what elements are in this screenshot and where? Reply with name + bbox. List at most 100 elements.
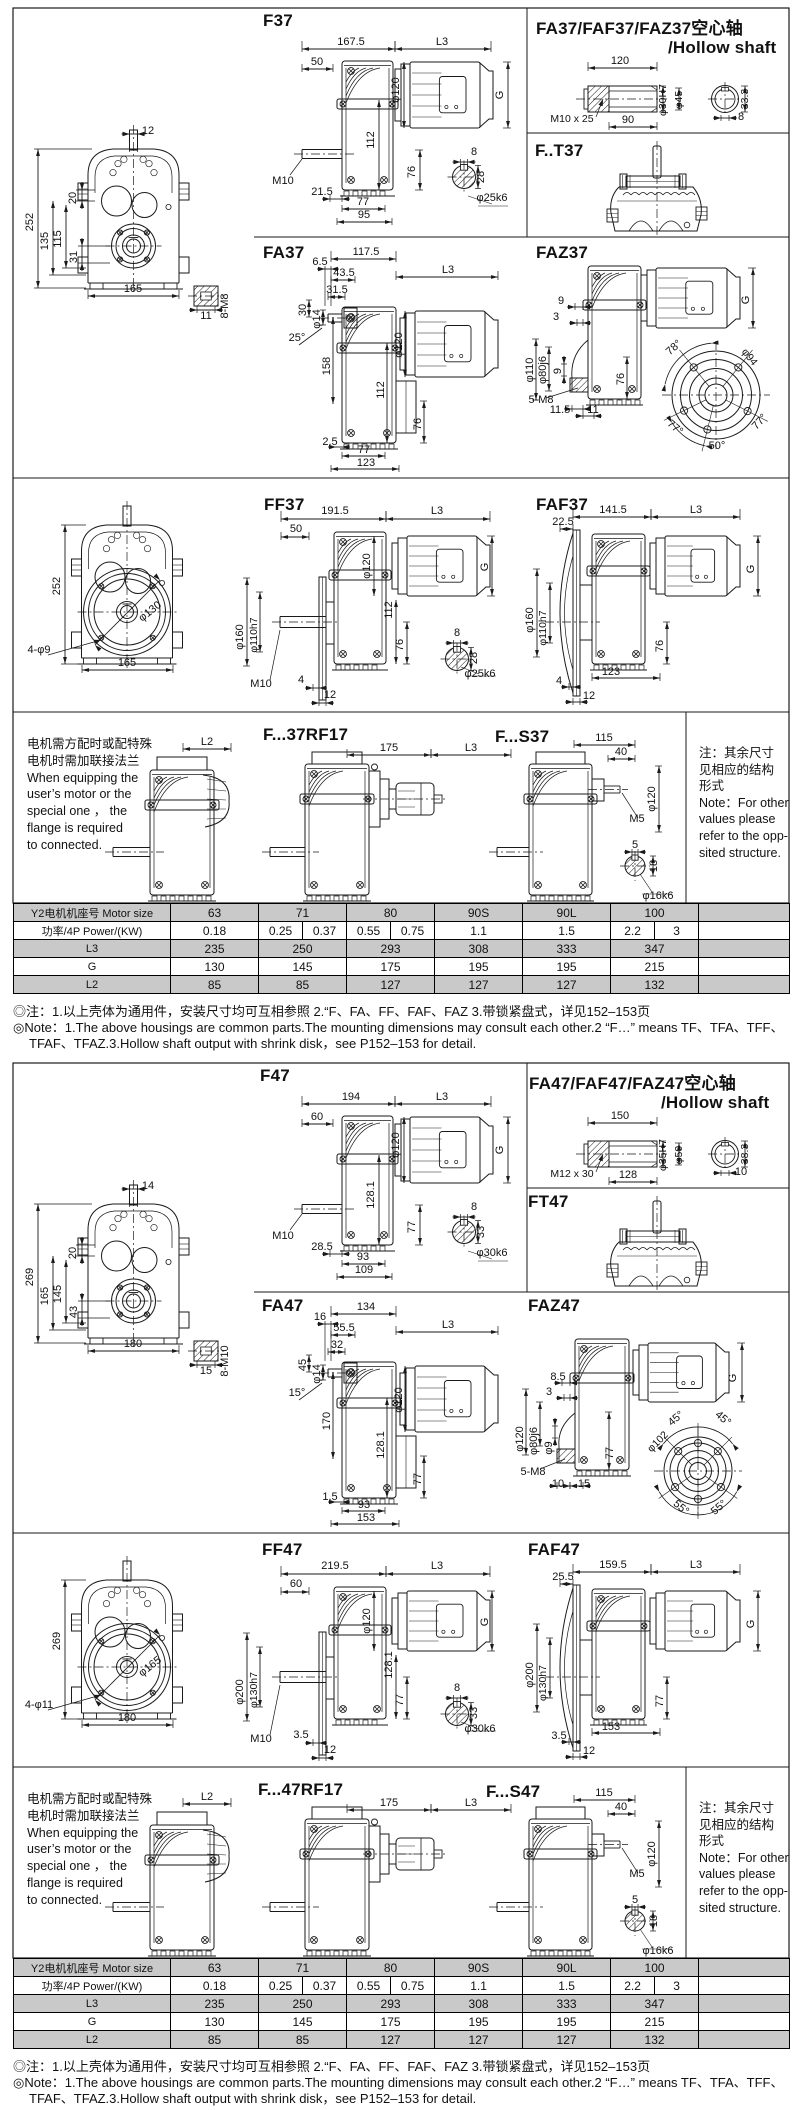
dim-label: φ120 bbox=[393, 332, 405, 358]
table-cell: 250 bbox=[258, 939, 348, 958]
dim-label: 12 bbox=[583, 1745, 595, 1757]
dim-label: φ110h7 bbox=[248, 617, 260, 652]
figure-l2-37: L2 bbox=[105, 736, 232, 902]
table-cell-empty bbox=[698, 903, 791, 922]
side-note-line: 形式 bbox=[699, 779, 725, 794]
dim-label: 134 bbox=[357, 1301, 375, 1313]
text-block-line: 电机需方配时或配特殊 bbox=[27, 737, 153, 751]
dim-label: 77 bbox=[406, 1221, 418, 1233]
table-cell: 2.2 bbox=[610, 1976, 656, 1995]
table-cell: 195 bbox=[522, 2012, 612, 2031]
dim-label: 77 bbox=[412, 1473, 424, 1485]
dim-label: 128 bbox=[619, 1169, 637, 1181]
table-cell: 0.55 bbox=[346, 921, 392, 940]
dim-label: 76 bbox=[394, 639, 406, 651]
dim-label: 14 bbox=[142, 1180, 154, 1192]
table-cell: 127 bbox=[522, 2030, 612, 2049]
dim-label: 115 bbox=[595, 1787, 613, 1799]
dim-label: 76 bbox=[615, 373, 627, 385]
text-block-line: special one ， the bbox=[27, 804, 128, 819]
dim-label: 165 bbox=[124, 283, 142, 295]
footnote-line: ◎Note：1.The above housings are common pa… bbox=[13, 1019, 784, 1035]
dim-label: 11.5 bbox=[550, 404, 571, 416]
table-cell-empty bbox=[698, 2012, 791, 2031]
footnotes-47: ◎注：1.以上壳体为通用件，安装尺寸均可互相参照 2.“F、FA、FF、FAF、… bbox=[13, 2059, 783, 2106]
dim-label: L3 bbox=[442, 1319, 454, 1331]
dim-label: G bbox=[740, 296, 752, 305]
dim-label: φ45 bbox=[673, 91, 685, 110]
table-cell: 0.75 bbox=[390, 1976, 436, 1995]
title-faz47: FAZ47 bbox=[528, 1296, 581, 1315]
dim-label: 4-φ11 bbox=[25, 1699, 53, 1711]
footnote-line: ◎注：1.以上壳体为通用件，安装尺寸均可互相参照 2.“F、FA、FF、FAF、… bbox=[13, 2059, 651, 2074]
table-cell: 0.37 bbox=[302, 1976, 348, 1995]
dim-label: φ120 bbox=[514, 1426, 526, 1452]
dim-label: 8 bbox=[471, 1201, 477, 1213]
dim-label: 77° bbox=[750, 412, 770, 432]
table-cell: 63 bbox=[169, 903, 260, 922]
dim-label: 11 bbox=[587, 404, 598, 416]
dim-label: L2 bbox=[201, 1791, 213, 1803]
dim-label: 269 bbox=[51, 1632, 63, 1650]
table-row-label: Y2电机机座号 Motor size bbox=[13, 1958, 171, 1977]
table-cell: 293 bbox=[346, 1994, 436, 2013]
dim-label: G bbox=[494, 91, 506, 100]
side-note-line: values please bbox=[699, 1867, 776, 1882]
dim-label: φ14 bbox=[311, 309, 323, 328]
dim-label: φ16k6 bbox=[643, 890, 674, 902]
table-cell: 90S bbox=[434, 1958, 524, 1977]
figure-l2-47: L2 bbox=[105, 1791, 231, 1956]
dim-label: 153 bbox=[602, 1721, 620, 1733]
dim-label: 165 bbox=[39, 1287, 51, 1305]
dim-label: 28 bbox=[475, 171, 487, 183]
dim-label: 77 bbox=[394, 1694, 406, 1706]
dim-label: φ165 bbox=[136, 1654, 163, 1679]
dim-label: 76 bbox=[412, 418, 424, 430]
dim-label: 31 bbox=[68, 251, 80, 263]
dim-label: 12 bbox=[324, 689, 336, 701]
dim-label: 120 bbox=[611, 55, 629, 67]
subtitle-hollow47: /Hollow shaft bbox=[661, 1093, 770, 1112]
table-cell-empty bbox=[698, 975, 791, 994]
table-row-label: L2 bbox=[13, 2030, 171, 2049]
dim-label: φ102 bbox=[645, 1429, 671, 1455]
dim-label: 123 bbox=[357, 457, 375, 469]
title-hollow37: FA37/FAF37/FAZ37空心轴 bbox=[536, 19, 743, 38]
dim-label: 76 bbox=[406, 166, 418, 178]
dim-label: 128.1 bbox=[365, 1181, 377, 1209]
table-cell: 333 bbox=[522, 939, 612, 958]
dim-label: 18 bbox=[648, 860, 660, 872]
table-cell: 250 bbox=[258, 1994, 348, 2013]
table-cell-empty bbox=[698, 1994, 791, 2013]
dim-label: 40 bbox=[615, 746, 627, 758]
table-cell: 195 bbox=[434, 2012, 524, 2031]
dim-label: L3 bbox=[442, 264, 454, 276]
title-faz37: FAZ37 bbox=[536, 243, 589, 262]
table-cell: 130 bbox=[169, 957, 260, 976]
dim-label: 5-M8 bbox=[528, 394, 553, 406]
table-cell: 0.55 bbox=[346, 1976, 392, 1995]
title-faf37: FAF37 bbox=[536, 495, 589, 514]
dim-label: φ30H7 bbox=[657, 84, 669, 116]
table-cell: 175 bbox=[346, 2012, 436, 2031]
dim-label: 60 bbox=[311, 1111, 323, 1123]
text-block-line: to connected. bbox=[27, 837, 103, 852]
dim-label: 93 bbox=[357, 1251, 369, 1263]
title-t37: F..T37 bbox=[535, 141, 584, 160]
dim-label: 3 bbox=[553, 311, 559, 323]
table-cell: 85 bbox=[258, 2030, 348, 2049]
table-cell: 85 bbox=[258, 975, 348, 994]
dim-label: 252 bbox=[51, 577, 63, 595]
table-cell: 293 bbox=[346, 939, 436, 958]
dim-label: M5 bbox=[629, 813, 644, 825]
dim-label: φ35H7 bbox=[657, 1139, 669, 1171]
dim-label: φ200 bbox=[234, 1679, 246, 1705]
dim-label: φ160 bbox=[234, 624, 246, 650]
table-cell: 3 bbox=[654, 921, 700, 940]
